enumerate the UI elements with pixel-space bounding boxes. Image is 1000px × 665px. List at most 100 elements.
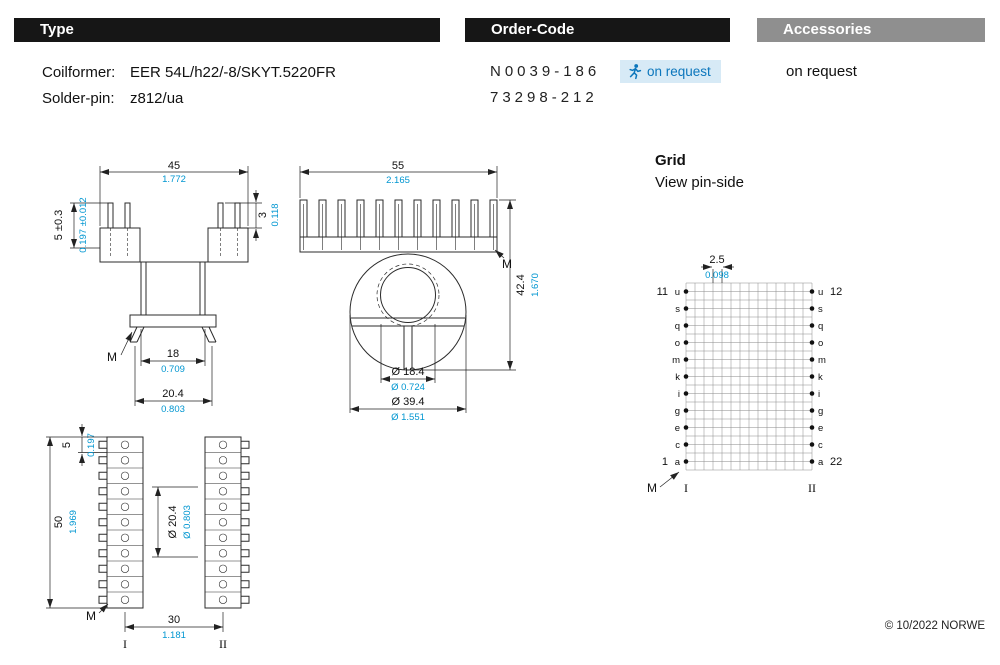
- pin-dots-left: [683, 289, 689, 464]
- top-view-dim-width: 30 1.181: [124, 612, 224, 641]
- grid-datum: M: [647, 471, 680, 495]
- grid-letter: g: [675, 406, 680, 417]
- round-flange: [349, 253, 467, 371]
- on-request-badge-label: on request: [647, 64, 711, 79]
- top-view-dim-length: 50 1.969: [46, 436, 107, 609]
- drawing-grid: 2.5 0.098 11 1 12 22 u s q o m k i g e c…: [647, 254, 842, 495]
- top-view-dim-pitch: 5 0.197: [61, 424, 107, 466]
- right-pin-holes: [218, 440, 228, 604]
- grid-side1-label: I: [684, 481, 688, 495]
- order-code-1: N0039-186: [490, 63, 601, 80]
- front-pin-len-mm: 5 ±0.3: [53, 210, 65, 241]
- grid-letter: c: [818, 440, 823, 451]
- type-header-bar: Type: [14, 18, 440, 42]
- top-dia-in: Ø 0.803: [182, 505, 193, 539]
- accessories-value: on request: [786, 63, 857, 80]
- grid-letter: k: [818, 372, 823, 383]
- top-side2-label: II: [219, 637, 227, 651]
- top-width-in: 1.181: [162, 630, 186, 641]
- grid-letter: q: [818, 321, 823, 332]
- grid-letter: s: [675, 304, 680, 315]
- pin-number-1: 1: [662, 456, 668, 468]
- copyright-text: © 10/2022 NORWE: [884, 620, 985, 632]
- accessories-header-label: Accessories: [783, 21, 872, 38]
- side-width-mm: 55: [392, 160, 404, 172]
- runner-icon: [629, 64, 642, 80]
- front-flange-in: 0.803: [161, 404, 185, 415]
- front-pin-mm: 3: [257, 212, 269, 218]
- grid-letters-right: u s q o m k i g e c a: [818, 287, 826, 468]
- front-pin-in: 0.118: [270, 203, 281, 226]
- side-dia-mm: Ø 39.4: [391, 396, 424, 408]
- grid-lines: [685, 282, 813, 471]
- grid-letter: u: [675, 287, 680, 298]
- top-datum-label: M: [86, 609, 96, 623]
- grid-letter: c: [675, 440, 680, 451]
- grid-dim-pitch: 2.5 0.098: [701, 254, 734, 283]
- drawing-side-view: 55 2.165 42.4 1.670 Ø 18.4 Ø 0.724 Ø 39.…: [299, 160, 541, 423]
- front-view-dim-pin: 3 0.118: [225, 190, 281, 241]
- side-view-dim-diameter: Ø 39.4 Ø 1.551: [349, 315, 467, 423]
- grid-letter: s: [818, 304, 823, 315]
- solder-pin-row: Solder-pin: z812/ua: [42, 86, 336, 112]
- front-view-dim-width: 45 1.772: [99, 160, 249, 226]
- top-pitch-in: 0.197: [86, 433, 97, 457]
- side-width-in: 2.165: [386, 175, 410, 186]
- coilformer-row: Coilformer: EER 54L/h22/-8/SKYT.5220FR: [42, 60, 336, 86]
- grid-letter: o: [675, 338, 680, 349]
- front-datum-label: M: [107, 350, 117, 364]
- order-code-header-label: Order-Code: [491, 21, 575, 38]
- top-view-dim-diameter: Ø 20.4 Ø 0.803: [152, 486, 198, 558]
- pin-number-22: 22: [830, 456, 842, 468]
- left-pin-row: [98, 436, 144, 609]
- side-view-dim-width: 55 2.165: [299, 160, 498, 198]
- drawing-front-view: 45 1.772 3 0.118 5 ±0.3 0.197 ±0.012 1: [53, 160, 281, 415]
- grid-pin-numbers: 11 1 12 22: [657, 286, 843, 468]
- grid-letter: e: [818, 423, 823, 434]
- pin-number-11: 11: [657, 286, 668, 298]
- solder-pin-label: Solder-pin:: [42, 90, 115, 107]
- grid-datum-label: M: [647, 481, 657, 495]
- grid-letter: a: [818, 457, 824, 468]
- front-view-outline: [99, 202, 249, 343]
- front-flange-mm: 20.4: [162, 388, 183, 400]
- grid-letters-left: u s q o m k i g e c a: [672, 287, 681, 468]
- type-header-label: Type: [40, 21, 74, 38]
- top-view-datum: M: [86, 603, 109, 623]
- grid-title: Grid: [655, 152, 686, 169]
- front-tube-mm: 18: [167, 348, 179, 360]
- side-height-in: 1.670: [530, 273, 541, 297]
- front-view-dim-pin-length: 5 ±0.3 0.197 ±0.012: [53, 197, 108, 253]
- left-pin-holes: [120, 440, 130, 604]
- grid-letter: m: [818, 355, 826, 366]
- grid-letter: a: [675, 457, 681, 468]
- side-view-dim-height: 42.4 1.670: [412, 199, 541, 371]
- grid-pitch-in: 0.098: [705, 270, 729, 281]
- top-length-mm: 50: [53, 516, 65, 528]
- front-view-datum: M: [107, 331, 133, 364]
- grid-subtitle: View pin-side: [655, 174, 744, 191]
- on-request-badge[interactable]: on request: [620, 60, 721, 83]
- front-width-mm: 45: [168, 160, 180, 172]
- front-width-in: 1.772: [162, 174, 186, 185]
- right-pin-row: [204, 436, 250, 609]
- order-code-header-bar: Order-Code: [465, 18, 730, 42]
- side-view-datum: M: [494, 249, 512, 271]
- grid-letter: m: [672, 355, 680, 366]
- grid-side2-label: II: [808, 481, 816, 495]
- order-code-2: 73298-212: [490, 89, 598, 106]
- front-tube-in: 0.709: [161, 364, 185, 375]
- pin-number-12: 12: [830, 286, 842, 298]
- grid-letter: o: [818, 338, 823, 349]
- side-datum-label: M: [502, 257, 512, 271]
- side-dia-in: Ø 1.551: [391, 412, 425, 423]
- pin-dots-right: [809, 289, 815, 464]
- drawing-top-view: 5 0.197 50 1.969 Ø 20.4 Ø 0.803 30 1.181: [46, 424, 250, 651]
- grid-letter: u: [818, 287, 823, 298]
- front-view-dim-flange: 20.4 0.803: [134, 346, 213, 415]
- accessories-header-bar: Accessories: [757, 18, 985, 42]
- pin-comb: [299, 199, 498, 253]
- grid-letter: i: [818, 389, 820, 400]
